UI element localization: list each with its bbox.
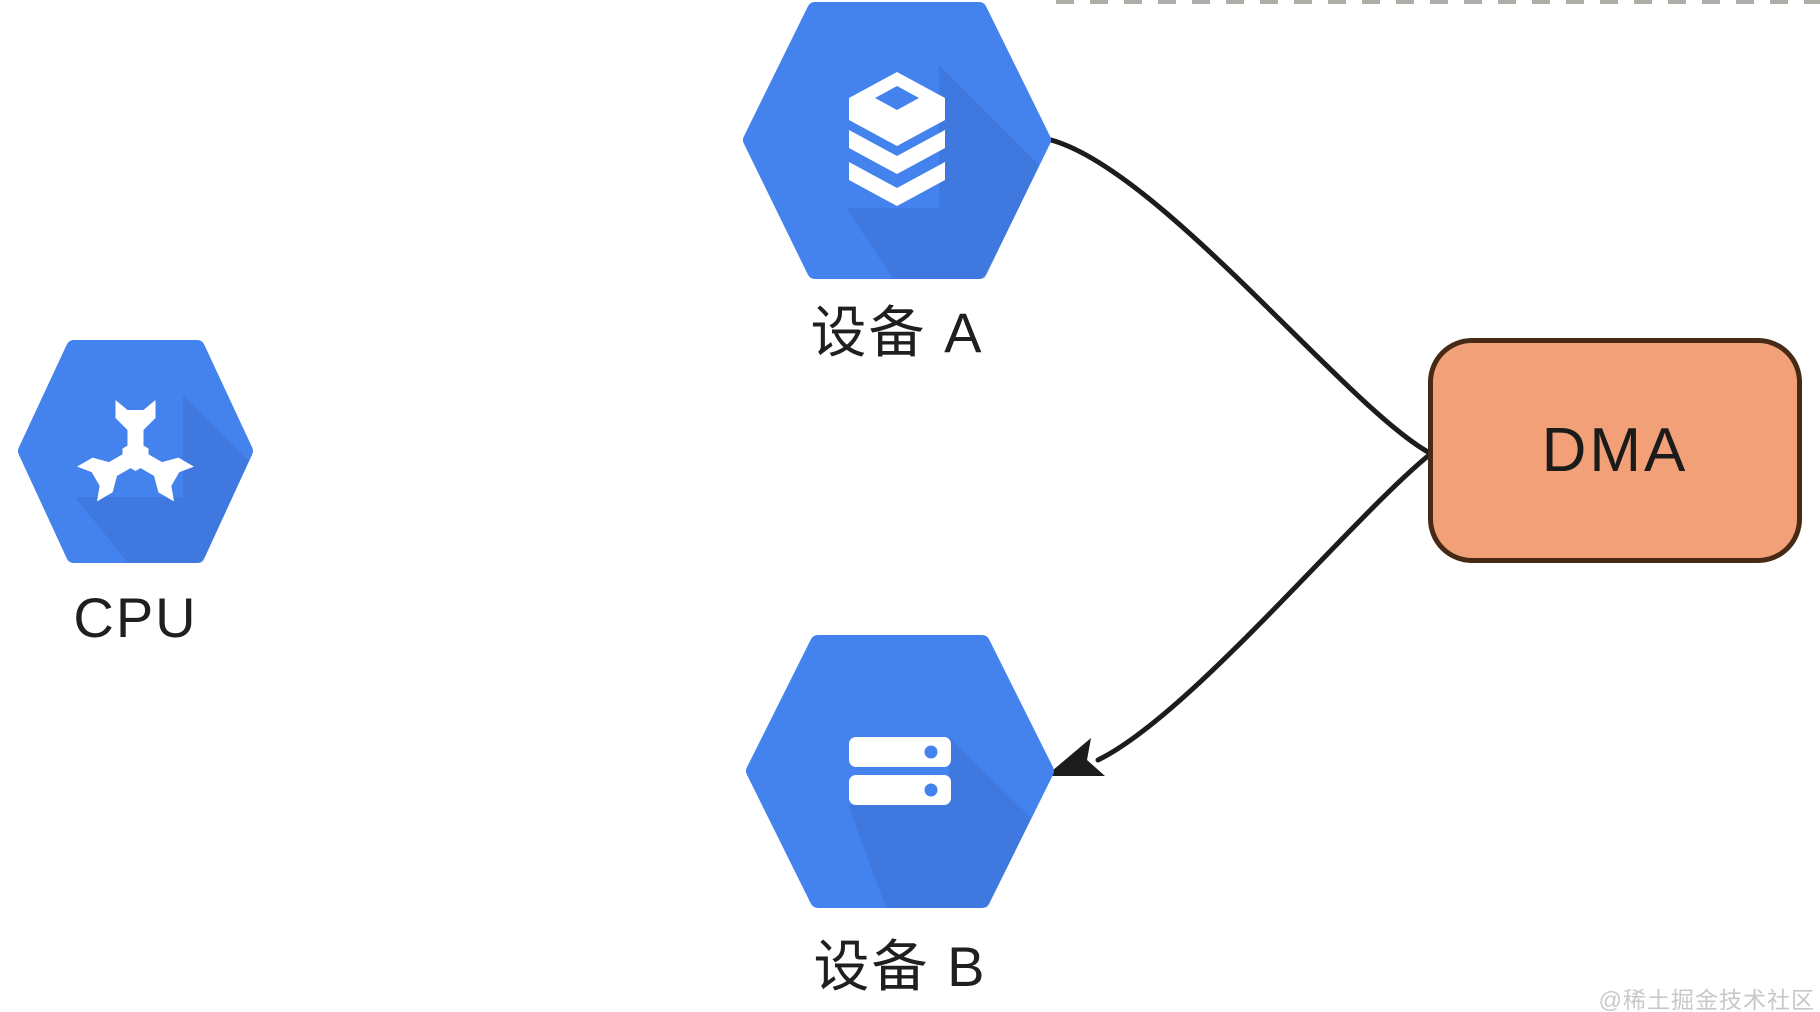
node-device-a	[743, 2, 1051, 279]
hexagon-shape	[746, 635, 1054, 908]
database-stack-icon	[849, 72, 945, 206]
dma-box: DMA	[1428, 338, 1802, 563]
hexagon-inner-shadow	[846, 65, 1051, 279]
hexagon-inner-shadow	[75, 395, 253, 563]
tri-wrench-icon	[77, 400, 194, 502]
top-edge-artifact	[1056, 0, 1820, 4]
hexagon-inner-shadow	[848, 737, 1054, 908]
edge-dma-to-device-b	[1095, 453, 1431, 763]
node-cpu	[18, 340, 253, 563]
device-b-label: 设备 B	[813, 935, 987, 998]
dma-label: DMA	[1541, 416, 1689, 485]
watermark: @稀土掘金技术社区	[1598, 987, 1815, 1012]
arrowhead-icon	[1046, 738, 1105, 776]
cpu-label: CPU	[73, 586, 198, 649]
server-racks-icon	[849, 737, 951, 805]
device-a-label: 设备 A	[810, 301, 984, 364]
edge-device-a-to-dma	[1048, 137, 1431, 455]
node-device-b	[746, 635, 1054, 908]
